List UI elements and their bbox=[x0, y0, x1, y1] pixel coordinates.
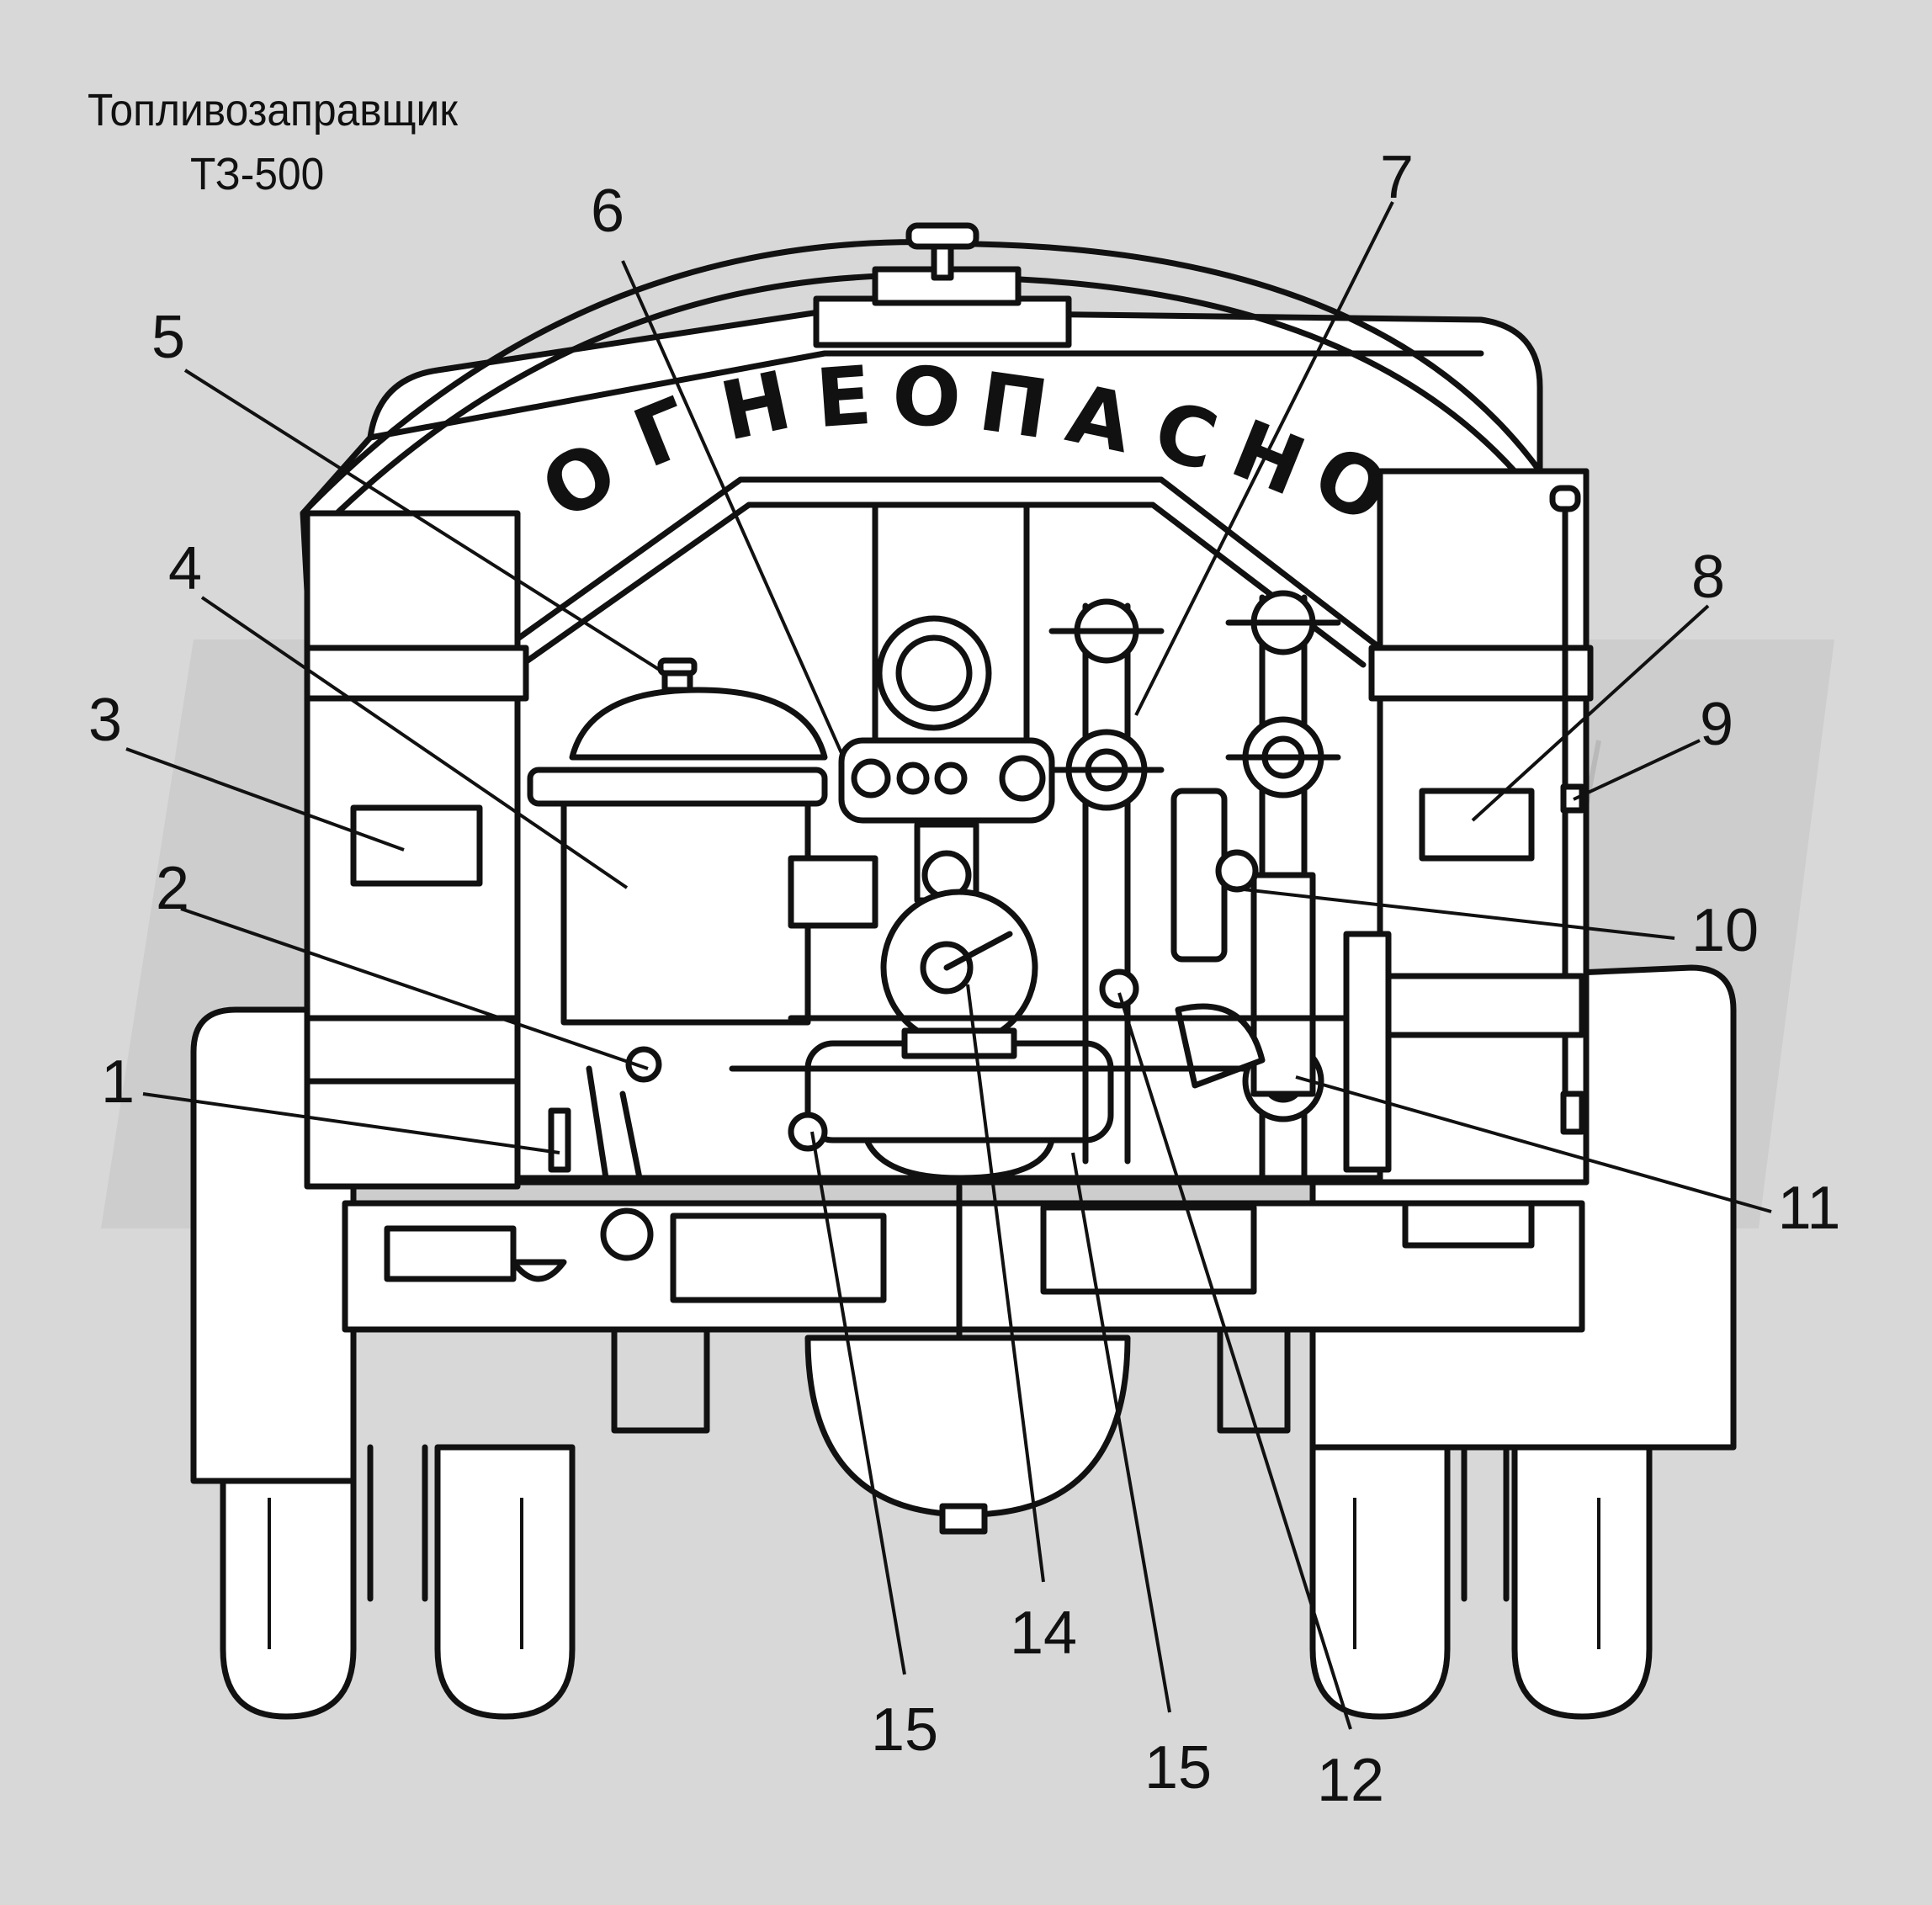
control-panel bbox=[838, 501, 1055, 824]
callout-3: 3 bbox=[88, 687, 122, 754]
callout-15-right: 15 bbox=[1144, 1734, 1212, 1802]
callout-7: 7 bbox=[1380, 144, 1414, 211]
valve-column-left bbox=[1048, 598, 1165, 1165]
callout-15-left: 15 bbox=[871, 1696, 938, 1764]
callout-9: 9 bbox=[1700, 691, 1733, 758]
sign-letter: О bbox=[890, 349, 962, 446]
callout-14: 14 bbox=[1010, 1600, 1077, 1667]
callout-6: 6 bbox=[591, 178, 624, 245]
callout-5: 5 bbox=[151, 304, 185, 371]
sign-letter: П bbox=[974, 354, 1054, 457]
left-dual-wheels bbox=[220, 1444, 576, 1720]
right-side-box bbox=[1377, 468, 1590, 1186]
callout-8: 8 bbox=[1691, 544, 1725, 611]
manhole-hatch bbox=[813, 222, 1072, 348]
right-dual-wheels bbox=[1309, 1444, 1653, 1720]
callout-labels: 1 2 3 4 5 6 7 8 9 10 11 12 14 15 15 bbox=[88, 144, 1840, 1814]
fuel-filter bbox=[527, 657, 828, 1026]
callout-2: 2 bbox=[156, 855, 189, 922]
diagram-title-line2: ТЗ-500 bbox=[190, 149, 325, 199]
callout-11: 11 bbox=[1778, 1175, 1841, 1242]
sign-letter: Е bbox=[813, 348, 874, 446]
callout-10: 10 bbox=[1691, 897, 1759, 964]
valve-column-right bbox=[1225, 590, 1341, 1181]
callout-1: 1 bbox=[101, 1048, 135, 1116]
diagram-title-line1: Топливозаправщик bbox=[88, 85, 458, 135]
leader-lines bbox=[125, 201, 1772, 1730]
callout-12: 12 bbox=[1317, 1747, 1384, 1814]
axle-differential bbox=[804, 1335, 1131, 1518]
callout-4: 4 bbox=[168, 535, 202, 602]
